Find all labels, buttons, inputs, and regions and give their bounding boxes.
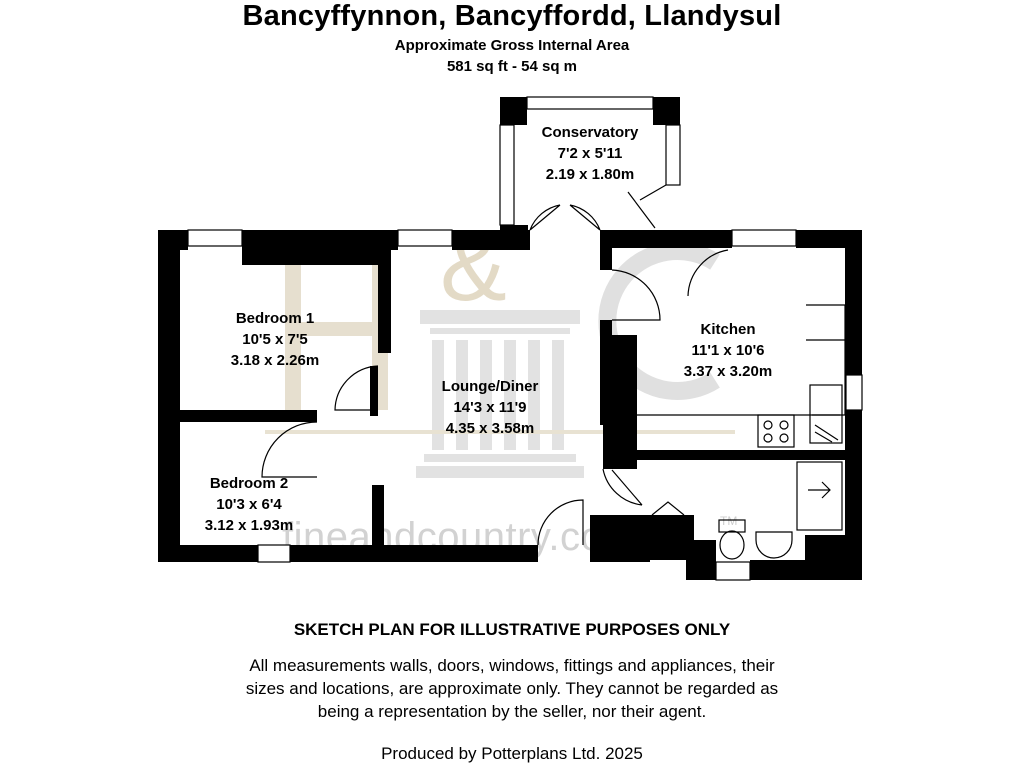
watermark-ampersand: & [440,210,507,322]
kitchen-imperial: 11'1 x 10'6 [691,342,764,359]
disclaimer-line: being a representation by the seller, no… [317,702,707,721]
kitchen-name: Kitchen [700,321,755,338]
bedroom1-imperial: 10'5 x 7'5 [242,331,308,348]
window-lounge [397,229,453,247]
door-conservatory-side [627,184,667,229]
bedroom1-name: Bedroom 1 [236,310,314,327]
window-kitchen [731,229,797,247]
window-wc [715,561,751,581]
window-conservatory-top [526,96,654,110]
kitchen-worktop-side [806,304,846,415]
area-value: 581 sq ft - 54 sq m [446,58,578,75]
bedroom1-metric: 3.18 x 2.26m [231,352,319,369]
window-conservatory-right [665,124,681,186]
bedroom2-name: Bedroom 2 [210,475,288,492]
floor-plan: & fineandcountry.com TM [158,96,863,581]
bedroom2-imperial: 10'3 x 6'4 [216,496,282,513]
kitchen-metric: 3.37 x 3.20m [684,363,772,380]
disclaimer-body: All measurements walls, doors, windows, … [0,654,1024,723]
window-bedroom1 [187,229,243,247]
lounge-metric: 4.35 x 3.58m [446,420,534,437]
door-bedroom2 [261,421,318,478]
basin-icon [755,531,793,559]
credit-line: Produced by Potterplans Ltd. 2025 [381,744,643,763]
room-labels: Conservatory 7'2 x 5'11 2.19 x 1.80m Bed… [205,124,772,534]
doors [261,184,729,546]
bathroom-fittings [718,461,843,560]
windows [187,96,863,581]
walls [158,97,862,580]
window-kitchen-side [845,374,863,411]
page-title: Bancyffynnon, Bancyffordd, Llandysul [242,0,782,32]
disclaimer-line: All measurements walls, doors, windows, … [249,656,775,675]
watermark-trademark: TM [720,514,737,528]
door-cupboard [651,501,685,516]
area-label: Approximate Gross Internal Area [394,37,630,54]
watermark-pillar-icon [416,310,584,478]
door-bedroom1 [334,365,379,411]
door-conservatory-left [529,204,561,231]
shower-tray-icon [796,461,843,531]
conservatory-metric: 2.19 x 1.80m [546,166,634,183]
door-front [537,499,584,546]
door-hall [602,468,643,506]
toilet-icon [719,530,745,560]
window-bedroom2 [257,544,291,563]
bedroom2-metric: 3.12 x 1.93m [205,517,293,534]
sink-icon [809,384,843,444]
door-kitchen-external [687,249,729,297]
door-kitchen [611,269,661,321]
door-conservatory-right [569,204,601,231]
disclaimer-line: sizes and locations, are approximate onl… [245,679,779,698]
window-conservatory-left [499,124,515,226]
conservatory-name: Conservatory [542,124,639,141]
lounge-imperial: 14'3 x 11'9 [453,399,526,416]
hob-icon [757,414,795,448]
toilet-cistern-icon [718,519,746,533]
conservatory-imperial: 7'2 x 5'11 [558,145,623,162]
disclaimer-heading: SKETCH PLAN FOR ILLUSTRATIVE PURPOSES ON… [293,620,731,639]
lounge-name: Lounge/Diner [442,378,539,395]
watermark-rule [265,430,735,434]
kitchen-fittings [637,304,846,448]
